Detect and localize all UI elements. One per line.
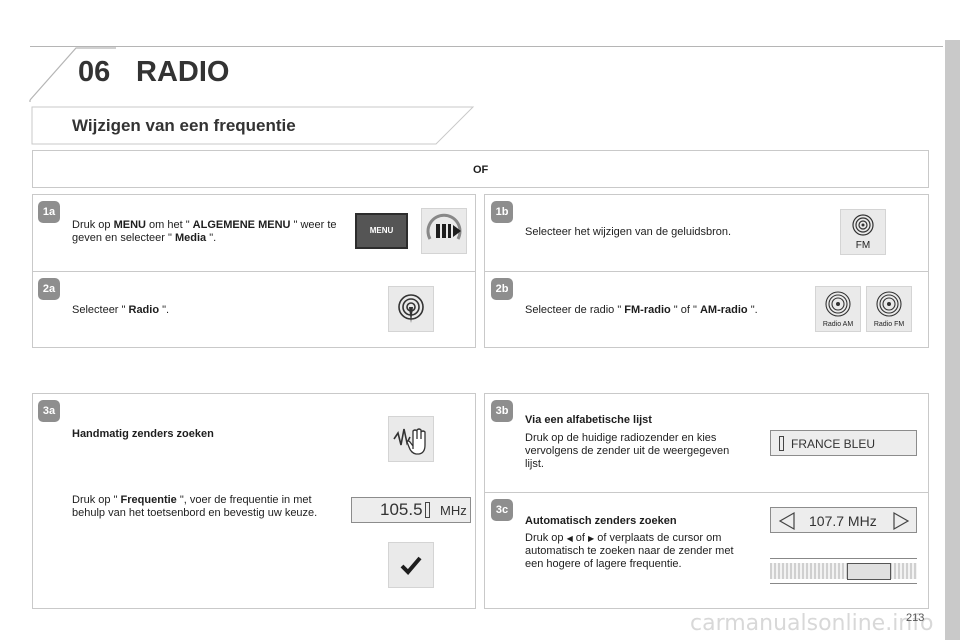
radio-am-button[interactable]: Radio AM: [815, 286, 861, 332]
fm-label: Radio FM: [873, 321, 905, 328]
step-2b-text: Selecteer de radio " FM-radio " of " AM-…: [525, 304, 758, 316]
watermark: carmanualsonline.info: [690, 611, 934, 636]
subtitle-frame: [31, 106, 475, 145]
manual-tune-button[interactable]: [388, 416, 434, 462]
checkmark-icon: [400, 556, 422, 575]
confirm-button[interactable]: [388, 542, 434, 588]
section-title: RADIO: [136, 56, 230, 88]
step-3a-text: Druk op " Frequentie ", voer de frequent…: [72, 494, 318, 519]
frequency-unit: MHz: [440, 503, 467, 518]
step-2a-text: Selecteer " Radio ".: [72, 304, 170, 316]
play-pause-icon: [426, 213, 462, 240]
frequency-value: 105.5: [380, 500, 423, 519]
am-label: Radio AM: [822, 321, 854, 328]
page-subtitle: Wijzigen van een frequentie: [72, 116, 296, 135]
slider-handle[interactable]: [847, 563, 891, 580]
page-number: 213: [906, 612, 925, 624]
radio-icon: [398, 294, 424, 323]
fm-wave-icon: [852, 214, 874, 236]
step-1a-text: Druk op MENU om het " ALGEMENE MENU " we…: [72, 219, 337, 244]
seek-down-icon: ◀: [566, 534, 573, 543]
step-3b-heading: Via een alfabetische lijst: [525, 414, 652, 426]
step-3a-heading: Handmatig zenders zoeken: [72, 428, 214, 440]
menu-button[interactable]: MENU: [355, 213, 408, 249]
source-fm-button[interactable]: FM: [840, 209, 886, 255]
divider: [485, 271, 928, 272]
hand-wave-icon: [393, 428, 426, 455]
seek-down-button[interactable]: [777, 511, 797, 531]
radio-button[interactable]: [388, 286, 434, 332]
or-bar: OF: [32, 150, 929, 188]
section-number: 06: [78, 56, 111, 88]
step-1b-text: Selecteer het wijzigen van de geluidsbro…: [525, 226, 732, 238]
page-edge-strip: [945, 40, 960, 640]
step-badge-3b: 3b: [491, 400, 513, 422]
chapter-tab-shape: [29, 47, 116, 102]
step-3c-text: Druk op ◀ of ▶ of verplaats de cursor om…: [525, 532, 734, 570]
step-badge-2b: 2b: [491, 278, 513, 300]
or-label: OF: [473, 164, 489, 176]
seek-frequency-display: 107.7 MHz: [770, 507, 917, 533]
am-wave-icon: [825, 291, 851, 317]
radio-fm-button[interactable]: Radio FM: [866, 286, 912, 332]
divider: [33, 271, 475, 272]
frequency-input[interactable]: 105.5 MHz: [351, 497, 471, 523]
step-3c-heading: Automatisch zenders zoeken: [525, 515, 677, 527]
step-badge-3a: 3a: [38, 400, 60, 422]
station-list-item[interactable]: FRANCE BLEU: [770, 430, 917, 456]
slider-track: [770, 563, 917, 579]
header-rule: [30, 46, 943, 47]
seek-up-icon: ▶: [588, 534, 595, 543]
fm-icon-label: FM: [855, 240, 871, 251]
text-cursor: [425, 502, 430, 518]
step-3b-text: Druk op de huidige radiozender en kies v…: [525, 432, 730, 470]
seek-frequency-value: 107.7 MHz: [809, 513, 877, 529]
fm-wave-icon: [876, 291, 902, 317]
text-cursor: [779, 436, 784, 451]
divider: [485, 492, 928, 493]
media-play-pause-button[interactable]: [421, 208, 467, 254]
tuning-slider[interactable]: [770, 558, 917, 584]
station-name: FRANCE BLEU: [791, 437, 876, 451]
seek-up-button[interactable]: [891, 511, 911, 531]
step-badge-2a: 2a: [38, 278, 60, 300]
step-badge-3c: 3c: [491, 499, 513, 521]
step-badge-1a: 1a: [38, 201, 60, 223]
step-badge-1b: 1b: [491, 201, 513, 223]
